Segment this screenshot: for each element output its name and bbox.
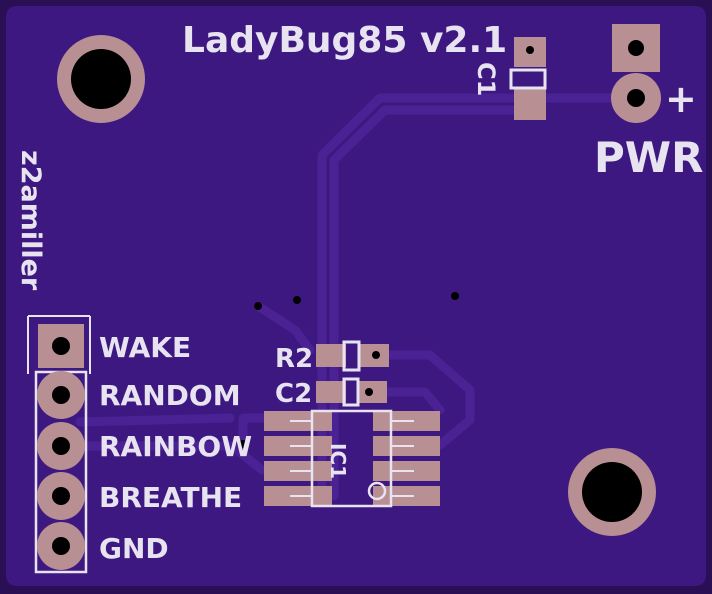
- pin-2: [37, 371, 85, 419]
- board-title: LadyBug85 v2.1: [182, 20, 507, 61]
- pin-4: [37, 472, 85, 520]
- trace-left-diag: [253, 301, 315, 355]
- mount-hole-top-left: [57, 35, 145, 123]
- mount-hole-bottom-right: [568, 448, 656, 536]
- pin-label-gnd: GND: [99, 532, 169, 565]
- copper-traces: [75, 93, 640, 505]
- trace-r2-right: [370, 350, 475, 450]
- pin-3: [37, 422, 85, 470]
- pin-header: [27, 315, 91, 574]
- c1-label: C1: [472, 62, 500, 96]
- pin-label-random: RANDOM: [99, 379, 241, 412]
- trace-pwr-top: [317, 93, 640, 505]
- ic1-chip: [264, 409, 440, 508]
- pin-5: [37, 522, 85, 570]
- power-plus-label: +: [665, 77, 697, 121]
- power-label: PWR: [594, 133, 703, 182]
- via: [239, 440, 247, 448]
- trace-pwr-inner: [329, 105, 535, 501]
- c1-capacitor: [509, 37, 547, 120]
- author-label: z2amiller: [15, 150, 46, 291]
- ic1-label: IC1: [326, 443, 350, 479]
- pin-1: [38, 324, 84, 368]
- trace-c2-right: [370, 387, 445, 415]
- pin-label-wake: WAKE: [99, 331, 191, 364]
- c2-capacitor: [316, 377, 387, 407]
- via: [451, 292, 459, 300]
- via: [254, 302, 262, 310]
- via: [293, 296, 301, 304]
- c2-label: C2: [275, 379, 312, 409]
- trace-gnd: [75, 441, 267, 475]
- power-header: [611, 24, 661, 123]
- r2-resistor: [316, 340, 389, 372]
- r2-label: R2: [275, 344, 313, 374]
- trace-left-low: [75, 413, 235, 427]
- pin-label-breathe: BREATHE: [99, 481, 242, 514]
- board-soldermask: [6, 6, 706, 586]
- pin-label-rainbow: RAINBOW: [99, 430, 252, 463]
